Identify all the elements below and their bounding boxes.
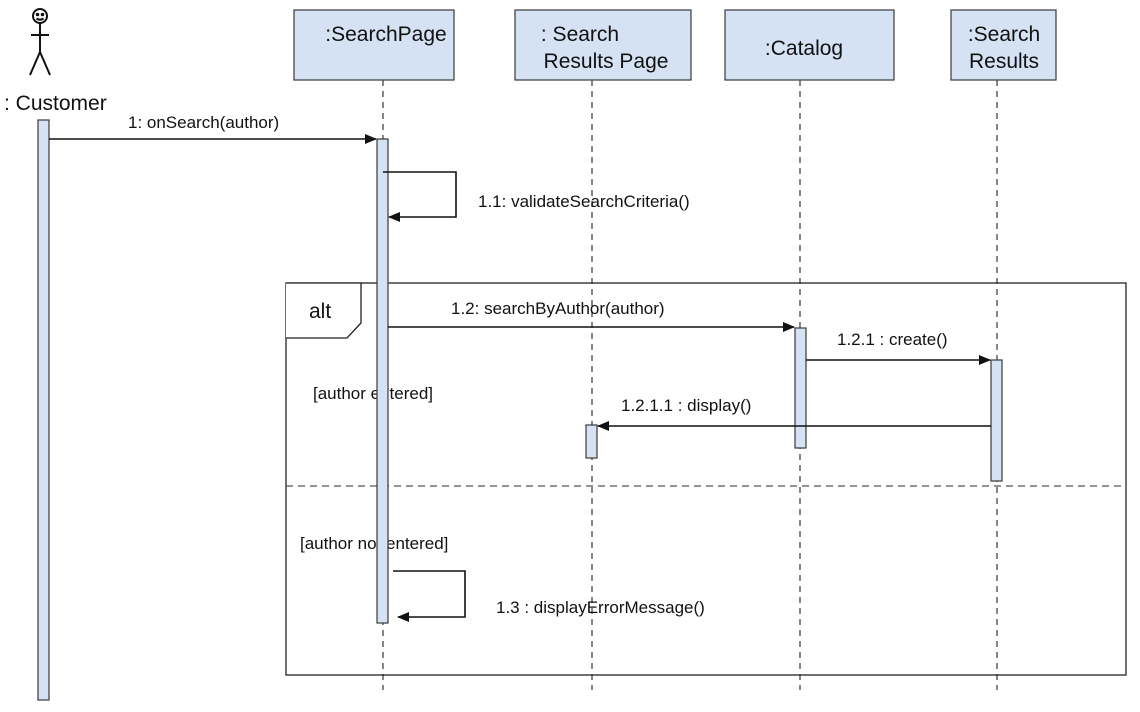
activation-search-results-page xyxy=(585,424,598,459)
message-arrows xyxy=(49,134,991,622)
lifeline-head-search-results: :Search Results xyxy=(950,9,1057,81)
alt-operator-tab xyxy=(286,282,362,339)
lifeline-label-line1: :Search xyxy=(968,23,1040,46)
customer-actor-icon xyxy=(29,8,51,76)
activation-catalog xyxy=(794,327,807,449)
message-label-1-2-1: 1.2.1 : create() xyxy=(837,330,948,349)
lifeline-label-line2: Results Page xyxy=(544,50,669,73)
lifeline-label: :SearchPage xyxy=(325,23,446,46)
message-label-1-1: 1.1: validateSearchCriteria() xyxy=(478,192,690,211)
activation-search-page xyxy=(376,138,389,624)
lifeline-label-line1: : Search xyxy=(541,23,619,46)
activation-customer xyxy=(37,119,50,701)
message-label-1-2: 1.2: searchByAuthor(author) xyxy=(451,299,665,318)
message-label-1-2-1-1: 1.2.1.1 : display() xyxy=(621,396,751,415)
lifeline-label-line2: Results xyxy=(969,50,1039,73)
lifeline-head-search-results-page: : Search Results Page xyxy=(514,9,692,81)
actor-label: : Customer xyxy=(4,92,107,115)
activation-search-results xyxy=(990,359,1003,482)
message-arrow-1-1 xyxy=(383,171,457,222)
message-label-1: 1: onSearch(author) xyxy=(128,113,279,132)
lifeline-head-search-page: :SearchPage xyxy=(293,9,455,81)
alt-operator-label: alt xyxy=(309,300,331,323)
guard-author-entered: [author entered] xyxy=(313,384,433,403)
lifeline-label: :Catalog xyxy=(765,37,843,60)
message-arrow-1-3 xyxy=(393,570,466,622)
guard-author-not-entered: [author not entered] xyxy=(300,534,448,553)
activations xyxy=(37,119,1003,701)
lifeline-head-catalog: :Catalog xyxy=(724,9,895,81)
message-label-1-3: 1.3 : displayErrorMessage() xyxy=(496,598,705,617)
alt-fragment: alt [author entered] [author not entered… xyxy=(285,282,1127,676)
